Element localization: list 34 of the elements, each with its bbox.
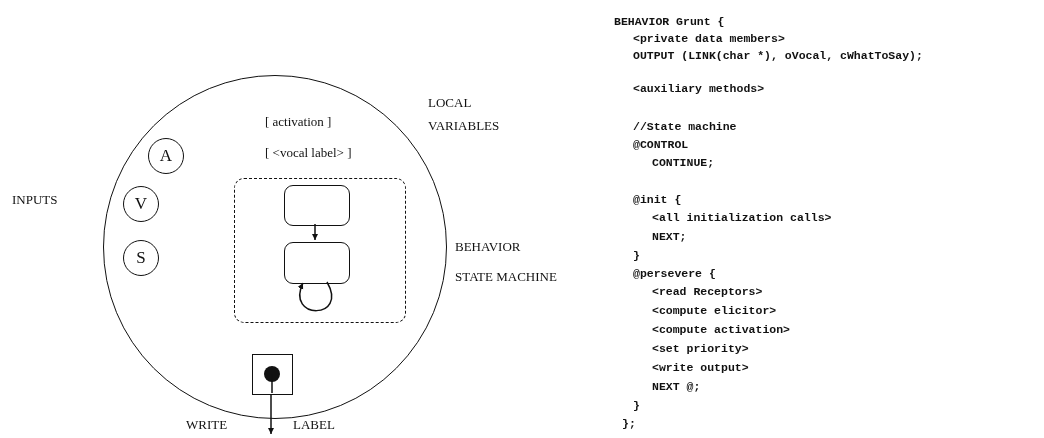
annotation-text: [ activation ] [265, 114, 332, 130]
code-line: CONTINUE; [652, 156, 715, 170]
code-line: }; [622, 417, 636, 431]
code-line: NEXT @; [652, 380, 701, 394]
annotation-text: INPUTS [12, 192, 58, 208]
state-box [284, 185, 350, 226]
code-line: <auxiliary methods> [633, 82, 765, 96]
code-line: @init { [633, 193, 682, 207]
arrow [268, 393, 274, 435]
state-box [284, 242, 350, 284]
code-line: @CONTROL [633, 138, 689, 152]
annotation-text: [ <vocal label> ] [265, 145, 352, 161]
arrow [298, 281, 333, 312]
code-line: <read Receptors> [652, 285, 763, 299]
code-line: //State machine [633, 120, 737, 134]
code-line: <private data members> [633, 32, 785, 46]
code-line: <write output> [652, 361, 749, 375]
code-line: <set priority> [652, 342, 749, 356]
code-line: NEXT; [652, 230, 687, 244]
output-port [252, 354, 293, 395]
code-line: BEHAVIOR Grunt { [614, 15, 725, 29]
annotation-text: LABEL [293, 417, 335, 433]
code-line: @persevere { [633, 267, 716, 281]
code-line: <compute activation> [652, 323, 791, 337]
state-machine-frame [234, 178, 406, 323]
code-line: } [633, 399, 640, 413]
annotation-text: BEHAVIOR STATE MACHINE [455, 238, 558, 286]
code-line: <compute elicitor> [652, 304, 777, 318]
annotation-text: LOCAL VARIABLES [428, 94, 501, 135]
code-line: <all initialization calls> [652, 211, 832, 225]
code-line: OUTPUT (LINK(char *), oVocal, cWhatToSay); [633, 49, 923, 63]
arrow [312, 223, 318, 241]
annotation-text: WRITE [186, 417, 228, 433]
code-line: } [633, 249, 640, 263]
